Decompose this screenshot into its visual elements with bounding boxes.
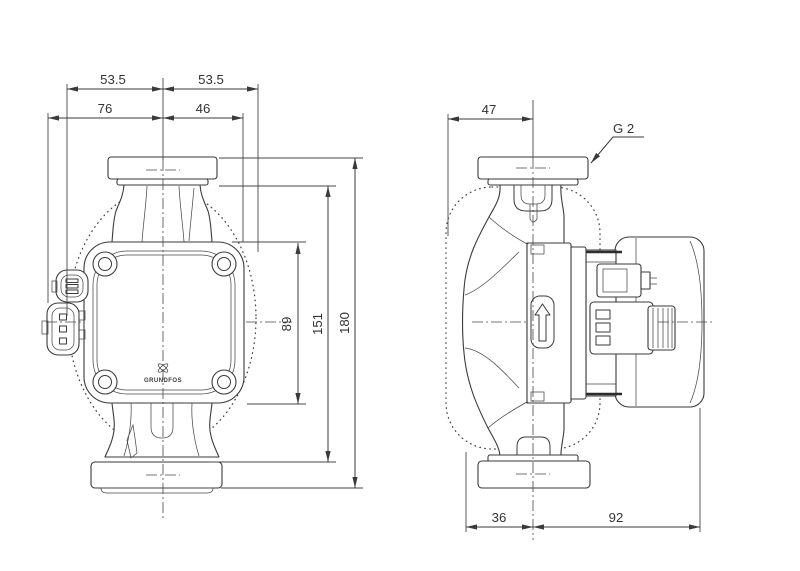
upper-neck-front: [111, 184, 213, 243]
plate-bolt: [530, 391, 545, 402]
upper-neck-outline: [111, 184, 213, 243]
dim-label-46: 46: [196, 101, 211, 116]
bottom-flange-side: [477, 454, 591, 489]
pump-head-plate: [526, 242, 572, 404]
neck-contour-line: [178, 185, 185, 243]
neck-contour-line: [123, 402, 132, 457]
control-face: GRUNDFOS: [83, 241, 245, 404]
connector-pin: [59, 325, 67, 333]
corner-screw: [92, 251, 118, 277]
dim-label-36: 36: [492, 510, 507, 525]
connector-rib: [595, 335, 611, 346]
volute-contour: [488, 216, 528, 245]
control-face-inner-border: [92, 250, 236, 395]
connector-pin: [59, 313, 67, 321]
connector-inner: [602, 268, 628, 293]
corner-screw: [92, 369, 118, 395]
grundfos-logo: GRUNDFOS: [144, 363, 182, 384]
corner-screw: [211, 251, 237, 277]
dim-label-47: 47: [482, 102, 497, 117]
connector-tab: [41, 320, 49, 335]
bottom-flange-lip: [100, 487, 214, 494]
connector-inner: [60, 274, 84, 298]
dim-label-180: 180: [337, 312, 352, 334]
extension-lines: [47, 84, 701, 532]
flange-center-ticks-side: [516, 167, 550, 475]
corner-screw: [211, 369, 237, 395]
logo-emblem: [157, 363, 169, 373]
dim-label-76: 76: [98, 101, 113, 116]
top-flange-front: [107, 156, 218, 186]
mounting-ring: [569, 246, 587, 400]
volute-contour: [464, 347, 520, 389]
flange-center-ticks-front: [146, 169, 180, 476]
connector-stem: [640, 271, 651, 290]
top-flange-lip: [116, 178, 209, 186]
thread-label: G 2: [613, 121, 634, 136]
motor-assembly: [526, 236, 705, 408]
dimension-lines: [48, 86, 700, 530]
bottom-flange-body: [477, 460, 591, 489]
connector-rib: [595, 322, 611, 333]
dim-label-shell-left: 53.5: [100, 72, 126, 87]
volute-contour: [487, 401, 528, 429]
brand-text: GRUNDFOS: [144, 378, 182, 384]
lower-connector-front: [41, 302, 86, 356]
lower-neck-outline: [104, 402, 220, 458]
knurl-lines: [652, 308, 673, 348]
volute-contour: [464, 251, 520, 296]
front-view: GRUNDFOS: [41, 156, 257, 494]
retaining-clip: [126, 423, 138, 459]
plate-bolt: [530, 244, 545, 255]
dim-label-151: 151: [310, 313, 325, 335]
dim-label-89: 89: [279, 317, 294, 332]
upper-connector-front: [51, 269, 89, 303]
connector-knurl-cap: [647, 305, 676, 351]
connector-pin: [59, 337, 67, 345]
connector-outer: [46, 302, 80, 356]
dimension-labels: 53.5 53.5 76 46 89 151 180 47 G 2 36 92: [98, 72, 635, 525]
control-face-inner-border2: [96, 254, 232, 391]
thread-leader-line: [590, 136, 644, 164]
connector-pin: [65, 278, 79, 283]
dim-label-shell-right: 53.5: [198, 72, 224, 87]
connector-outer: [55, 269, 89, 303]
stator-seams: [586, 261, 616, 385]
connector-rib: [595, 309, 611, 320]
connector-pins: [650, 277, 657, 285]
lower-connector-side: [589, 301, 676, 355]
neck-tongue: [150, 403, 174, 439]
neck-contour-line: [188, 187, 195, 242]
upper-connector-side: [596, 263, 657, 298]
connector-tab: [51, 280, 58, 293]
side-view: [445, 156, 705, 489]
connector-tooth: [78, 310, 86, 321]
flow-direction-arrow-icon: [534, 303, 551, 342]
dim-label-92: 92: [609, 510, 624, 525]
neck-contour-line: [141, 185, 148, 243]
connector-inner: [51, 307, 75, 351]
logo-emblem: [157, 363, 169, 373]
connector-tooth: [78, 329, 86, 340]
connector-pin: [65, 289, 79, 294]
base-arch: [516, 436, 551, 461]
top-flange-body: [107, 156, 218, 180]
neck-contour-line: [191, 402, 200, 457]
connector-pin: [65, 284, 79, 289]
flow-arrow-slot: [530, 295, 555, 349]
lower-neck-front: [104, 402, 220, 459]
bottom-flange-front: [90, 461, 223, 494]
